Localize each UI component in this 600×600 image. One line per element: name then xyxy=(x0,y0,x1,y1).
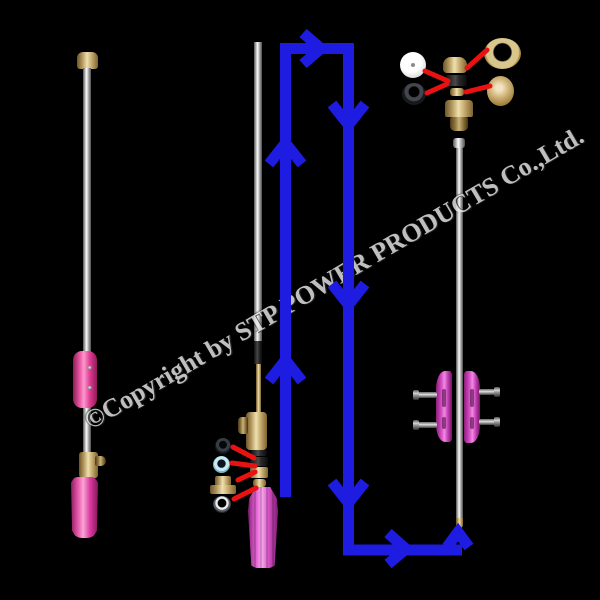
shell-slot xyxy=(442,417,446,429)
valve-side-port xyxy=(95,456,106,466)
metal-o-ring-icon xyxy=(213,496,231,513)
brass-bushing-top xyxy=(215,476,231,486)
arrowhead-down-icon xyxy=(327,280,370,314)
nozzle-body-upper xyxy=(445,100,473,117)
seal-disc-hole xyxy=(411,63,415,67)
lance-tube xyxy=(456,148,463,518)
shell-slot xyxy=(470,389,474,407)
brass-ring xyxy=(253,479,266,487)
lance-tube xyxy=(83,68,91,454)
leader-line xyxy=(229,460,258,469)
screw-icon xyxy=(479,387,500,397)
arrowhead-up-icon xyxy=(264,351,307,385)
nozzle-tip-icon xyxy=(77,52,98,69)
fluted-handle xyxy=(248,487,278,568)
tube-collar xyxy=(453,138,465,148)
teal-washer-icon xyxy=(213,456,230,473)
lance-tube xyxy=(254,42,262,341)
clamshell-left xyxy=(436,371,452,442)
rubber-washer xyxy=(251,450,267,456)
elbow-side-port xyxy=(238,417,248,434)
handle-grip xyxy=(71,477,98,538)
leader-line xyxy=(231,485,259,502)
leader-line xyxy=(463,83,493,95)
leader-line xyxy=(422,68,451,84)
washer-stack xyxy=(250,457,268,466)
arrowhead-up-icon xyxy=(442,522,474,551)
brass-bushing-flange xyxy=(210,485,236,494)
washer-stack xyxy=(446,75,467,86)
hex-ring-nut-icon xyxy=(484,38,521,69)
flow-path xyxy=(280,43,462,556)
arrowhead-right-icon xyxy=(299,28,330,69)
grip-screw-icon xyxy=(88,386,92,390)
grommet-icon xyxy=(402,83,426,105)
arrowhead-down-icon xyxy=(327,478,370,512)
nozzle-cap xyxy=(443,57,467,73)
leader-line xyxy=(235,469,258,483)
valve-body xyxy=(79,452,98,478)
arrowhead-up-icon xyxy=(264,134,307,168)
arrowhead-down-icon xyxy=(327,100,370,134)
arrowhead-right-icon xyxy=(384,528,415,569)
elbow-valve-body xyxy=(246,412,267,450)
brass-ring xyxy=(450,88,464,96)
end-disc-icon xyxy=(487,76,514,106)
leader-line xyxy=(230,444,257,461)
o-ring-icon xyxy=(215,438,231,454)
tube-joint xyxy=(254,341,262,364)
grip-screw-icon xyxy=(88,366,92,370)
leader-line xyxy=(424,81,450,96)
screw-icon xyxy=(413,420,437,430)
tube-tip xyxy=(456,518,463,528)
leader-line xyxy=(464,47,490,71)
coupling-nut xyxy=(250,467,268,478)
grip-sleeve xyxy=(73,351,97,408)
clamshell-right xyxy=(464,371,480,443)
screw-icon xyxy=(413,390,437,400)
shell-slot xyxy=(442,389,446,407)
inner-rod xyxy=(256,364,261,413)
nozzle-body-lower xyxy=(450,117,468,131)
shell-slot xyxy=(470,417,474,429)
screw-icon xyxy=(479,417,500,427)
